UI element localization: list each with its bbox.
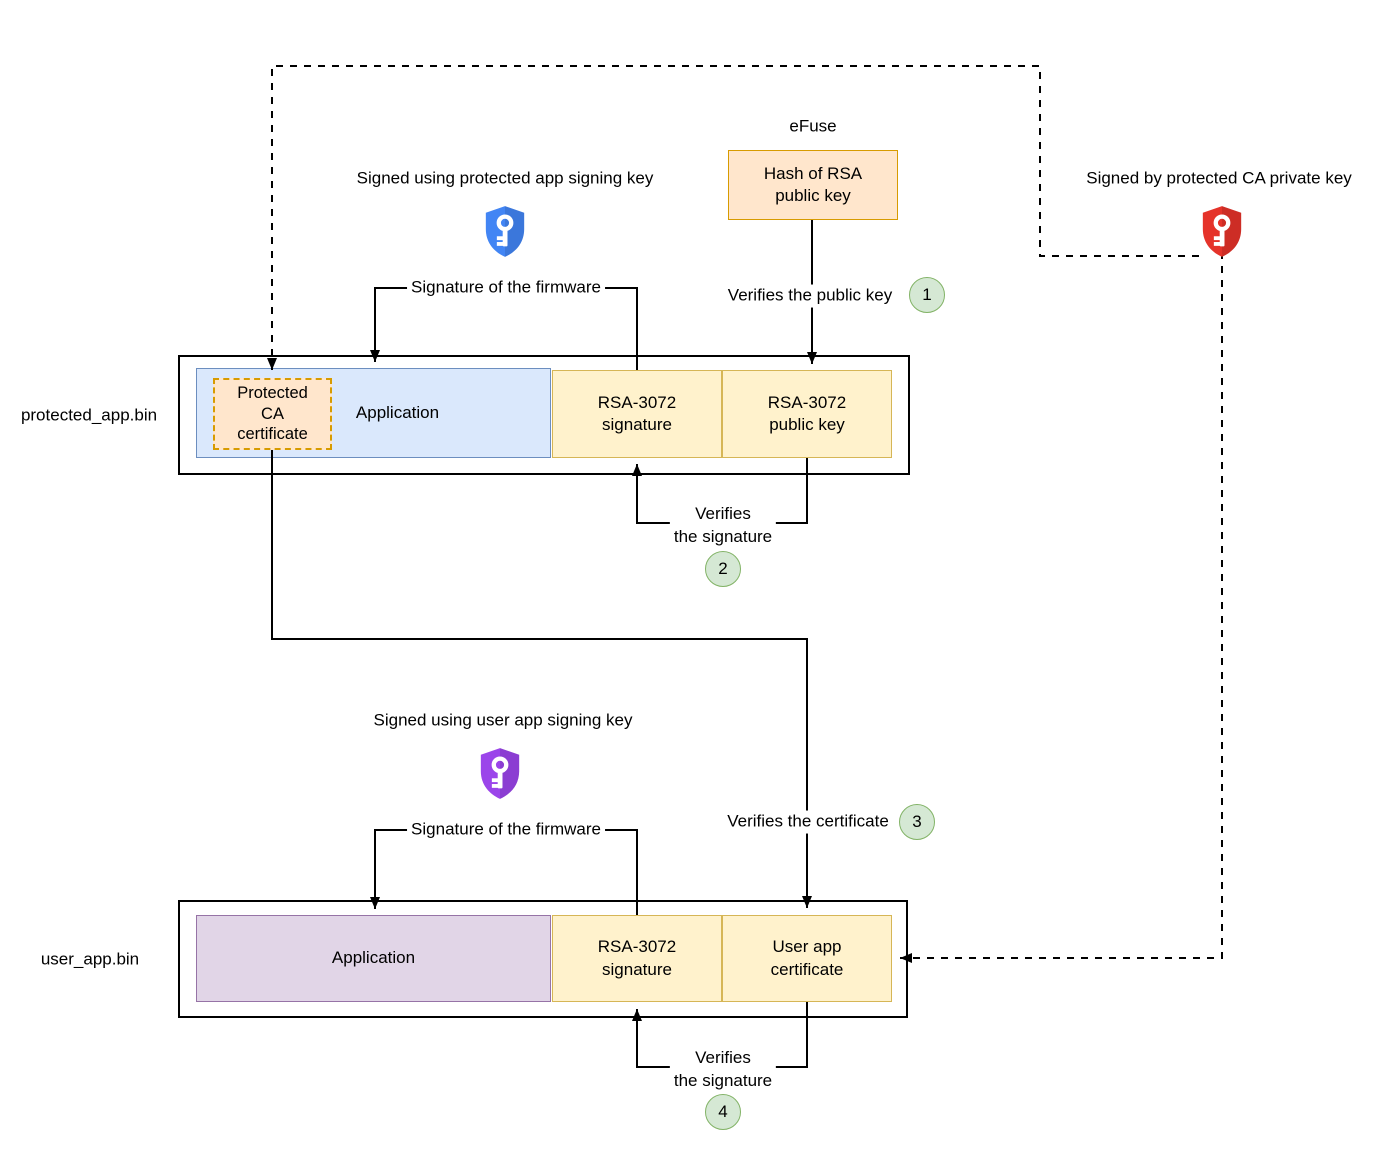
signed-by-ca-private-key-label: Signed by protected CA private key (1086, 168, 1352, 188)
protected-ca-private-key-shield-icon (1202, 206, 1242, 257)
step-3-badge: 3 (899, 804, 935, 840)
protected-app-signature-segment: RSA-3072 signature (552, 370, 722, 458)
protected-ca-certificate-segment: Protected CA certificate (213, 378, 332, 450)
top-signature-of-firmware-wire (370, 287, 638, 370)
verifies-public-key-label: Verifies the public key (723, 284, 897, 308)
step-4-badge: 4 (705, 1094, 741, 1130)
application-label: Application (355, 402, 440, 422)
user-app-signing-key-shield-icon (480, 748, 520, 799)
verifies-certificate-wire (271, 450, 812, 908)
efuse-hash-box: Hash of RSA public key (728, 150, 898, 220)
user-app-file-label: user_app.bin (40, 949, 140, 969)
ca-signs-protected-cert-wire (267, 65, 1199, 370)
user-app-signature-segment: RSA-3072 signature (552, 915, 722, 1002)
user-app-certificate-segment: User app certificate (722, 915, 892, 1002)
application-label: Application (331, 948, 416, 968)
protected-app-public-key-segment: RSA-3072 public key (722, 370, 892, 458)
bottom-signature-of-firmware-wire (370, 829, 638, 915)
efuse-hash-label: Hash of RSA public key (763, 163, 863, 205)
efuse-title: eFuse (789, 116, 837, 136)
top-signature-of-firmware-label: Signature of the firmware (407, 276, 605, 300)
protected-app-signing-key-shield-icon (485, 206, 525, 257)
signed-using-protected-key-label: Signed using protected app signing key (356, 168, 654, 188)
signature-label: RSA-3072 signature (597, 392, 677, 434)
user-app-application-segment: Application (196, 915, 551, 1002)
protected-app-file-label: protected_app.bin (20, 405, 158, 425)
user-certificate-label: User app certificate (770, 937, 844, 979)
step-2-badge: 2 (705, 551, 741, 587)
ca-signs-user-cert-wire (900, 252, 1223, 963)
bottom-signature-of-firmware-label: Signature of the firmware (407, 818, 605, 842)
step-1-badge: 1 (909, 277, 945, 313)
public-key-label: RSA-3072 public key (767, 392, 847, 434)
top-verifies-signature-label: Verifies the signature (669, 503, 777, 549)
bottom-verifies-signature-label: Verifies the signature (669, 1047, 777, 1093)
ca-certificate-label: Protected CA certificate (237, 384, 308, 444)
signed-using-user-key-label: Signed using user app signing key (373, 710, 633, 730)
verifies-certificate-label: Verifies the certificate (723, 810, 893, 834)
signature-label: RSA-3072 signature (597, 937, 677, 979)
